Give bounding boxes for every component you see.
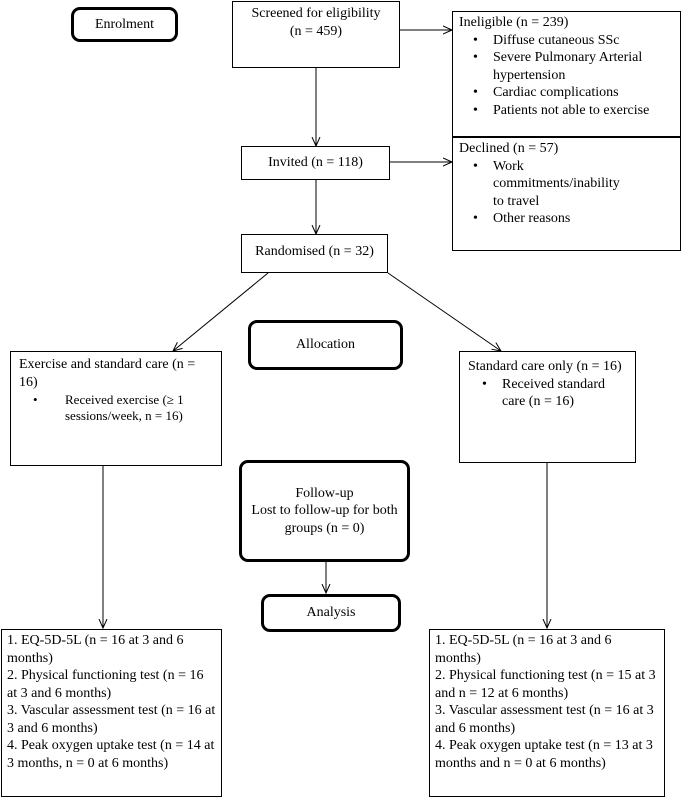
screened-box: Screened for eligibility (n = 459) <box>232 1 400 68</box>
list-item: Received standard care (n = 16) <box>468 376 618 411</box>
screened-line2: (n = 459) <box>289 23 343 39</box>
ineligible-list: Diffuse cutaneous SSc Severe Pulmonary A… <box>459 32 674 120</box>
outcome-item: 3. Vascular assessment test (n = 16 at 3… <box>7 703 216 736</box>
exercise-outcomes-box: 1. EQ-5D-5L (n = 16 at 3 and 6 months) 2… <box>1 629 222 797</box>
enrolment-text: Enrolment <box>94 16 155 32</box>
declined-title: Declined (n = 57) <box>459 141 559 156</box>
enrolment-label: Enrolment <box>71 7 178 42</box>
outcome-item: 2. Physical functioning test (n = 15 at … <box>435 668 656 701</box>
standard-arm-list: Received standard care (n = 16) <box>468 376 618 411</box>
standard-arm-title: Standard care only (n = 16) <box>468 359 622 374</box>
outcome-item: 1. EQ-5D-5L (n = 16 at 3 and 6 months) <box>7 633 184 666</box>
randomised-text: Randomised (n = 32) <box>255 244 374 259</box>
list-item: Patients not able to exercise <box>459 102 674 120</box>
invited-box: Invited (n = 118) <box>241 146 390 180</box>
declined-box: Declined (n = 57) Work commitments/inabi… <box>452 137 681 251</box>
list-item: Work commitments/inability to travel <box>459 158 620 211</box>
randomised-box: Randomised (n = 32) <box>241 234 388 273</box>
list-item: Cardiac complications <box>459 84 674 102</box>
exercise-arm-list: Received exercise (≥ 1 sessions/week, n … <box>19 392 199 425</box>
analysis-text: Analysis <box>306 605 356 621</box>
list-item: Other reasons <box>459 210 599 228</box>
followup-label: Follow-up Lost to follow-up for both gro… <box>239 460 410 562</box>
list-item: Diffuse cutaneous SSc <box>459 32 674 50</box>
arrow-randomised-to-standard <box>387 272 501 351</box>
outcome-item: 3. Vascular assessment test (n = 16 at 3… <box>435 703 654 736</box>
list-item: Severe Pulmonary Arterial hypertension <box>459 49 674 84</box>
followup-text: Lost to follow-up for both groups (n = 0… <box>251 503 398 536</box>
standard-arm-box: Standard care only (n = 16) Received sta… <box>459 351 636 463</box>
ineligible-title: Ineligible (n = 239) <box>459 15 569 30</box>
outcome-item: 2. Physical functioning test (n = 16 at … <box>7 668 204 701</box>
exercise-arm-title: Exercise and standard care (n = 16) <box>19 357 196 390</box>
allocation-label: Allocation <box>248 320 403 370</box>
list-item: Received exercise (≥ 1 sessions/week, n … <box>19 392 199 425</box>
arrow-randomised-to-exercise <box>173 272 269 351</box>
invited-text: Invited (n = 118) <box>268 155 363 170</box>
exercise-arm-box: Exercise and standard care (n = 16) Rece… <box>10 351 222 466</box>
standard-outcomes-box: 1. EQ-5D-5L (n = 16 at 3 and 6 months) 2… <box>429 629 665 797</box>
declined-list: Work commitments/inability to travel Oth… <box>459 158 620 228</box>
ineligible-box: Ineligible (n = 239) Diffuse cutaneous S… <box>452 11 681 137</box>
followup-title: Follow-up <box>295 485 354 501</box>
analysis-label: Analysis <box>261 594 401 632</box>
allocation-text: Allocation <box>295 337 356 353</box>
screened-line1: Screened for eligibility <box>251 6 381 21</box>
outcome-item: 4. Peak oxygen uptake test (n = 13 at 3 … <box>435 738 653 771</box>
outcome-item: 4. Peak oxygen uptake test (n = 14 at 3 … <box>7 738 215 771</box>
outcome-item: 1. EQ-5D-5L (n = 16 at 3 and 6 months) <box>435 633 612 666</box>
